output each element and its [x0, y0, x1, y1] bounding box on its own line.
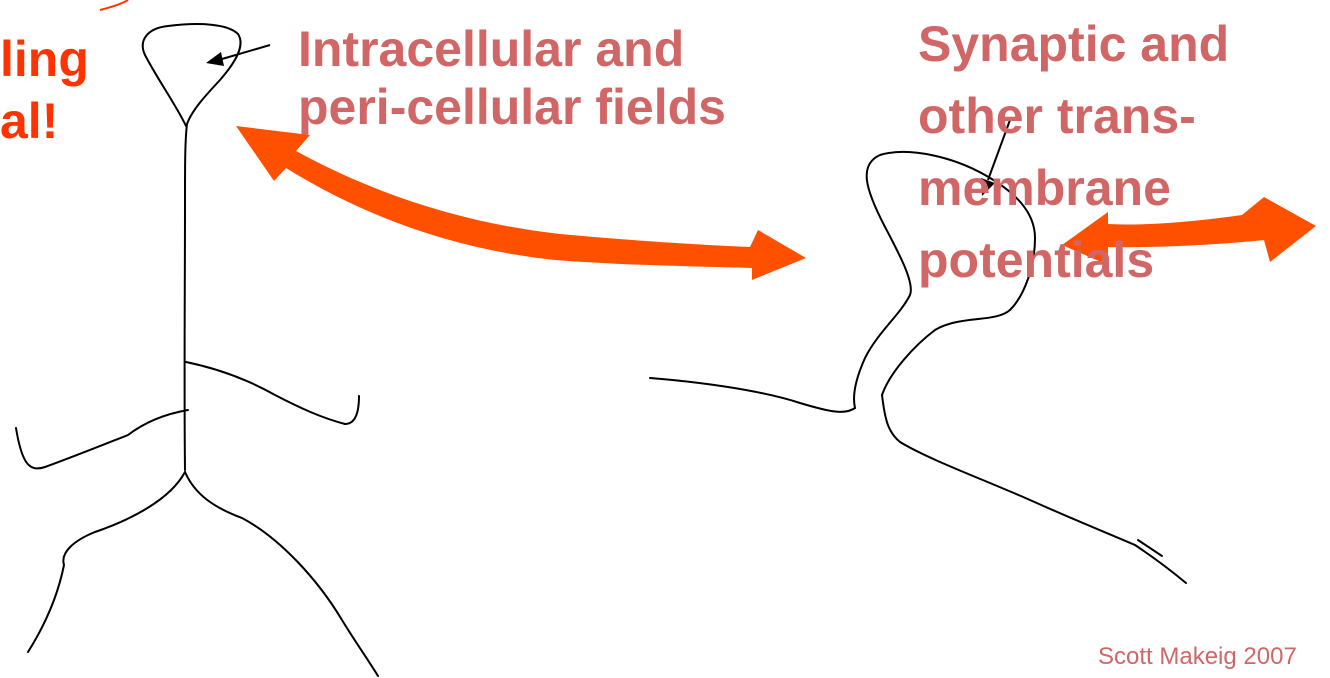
right-neuron-fiber-tick — [1138, 540, 1162, 556]
left-neuron-soma — [143, 24, 241, 470]
author-credit: Scott Makeig 2007 — [1098, 643, 1297, 671]
left-neuron-axon-right — [185, 472, 378, 676]
left-neuron-axon-left — [28, 472, 185, 652]
field-double-arrow — [236, 126, 806, 280]
cut-off-left-label-line-2: al! — [0, 90, 89, 152]
synaptic-label: Synaptic and other trans- membrane poten… — [918, 8, 1229, 296]
left-neuron-dendrite-right — [186, 362, 359, 424]
synaptic-label-line-4: potentials — [918, 224, 1229, 296]
cut-off-left-label: ling al! — [0, 28, 89, 152]
synaptic-label-line-3: membrane — [918, 152, 1229, 224]
synaptic-label-line-1: Synaptic and — [918, 8, 1229, 80]
right-neuron-input-fiber — [650, 378, 855, 412]
intracellular-label-line-1: Intracellular and — [298, 20, 726, 78]
cut-off-stroke — [100, 0, 128, 10]
intracellular-label-line-2: peri-cellular fields — [298, 78, 726, 136]
left-neuron-dendrite-left — [16, 410, 188, 468]
intracellular-label: Intracellular and peri-cellular fields — [298, 20, 726, 136]
cut-off-left-label-line-1: ling — [0, 28, 89, 90]
synaptic-label-line-2: other trans- — [918, 80, 1229, 152]
right-neuron-output-fiber — [882, 395, 1186, 583]
